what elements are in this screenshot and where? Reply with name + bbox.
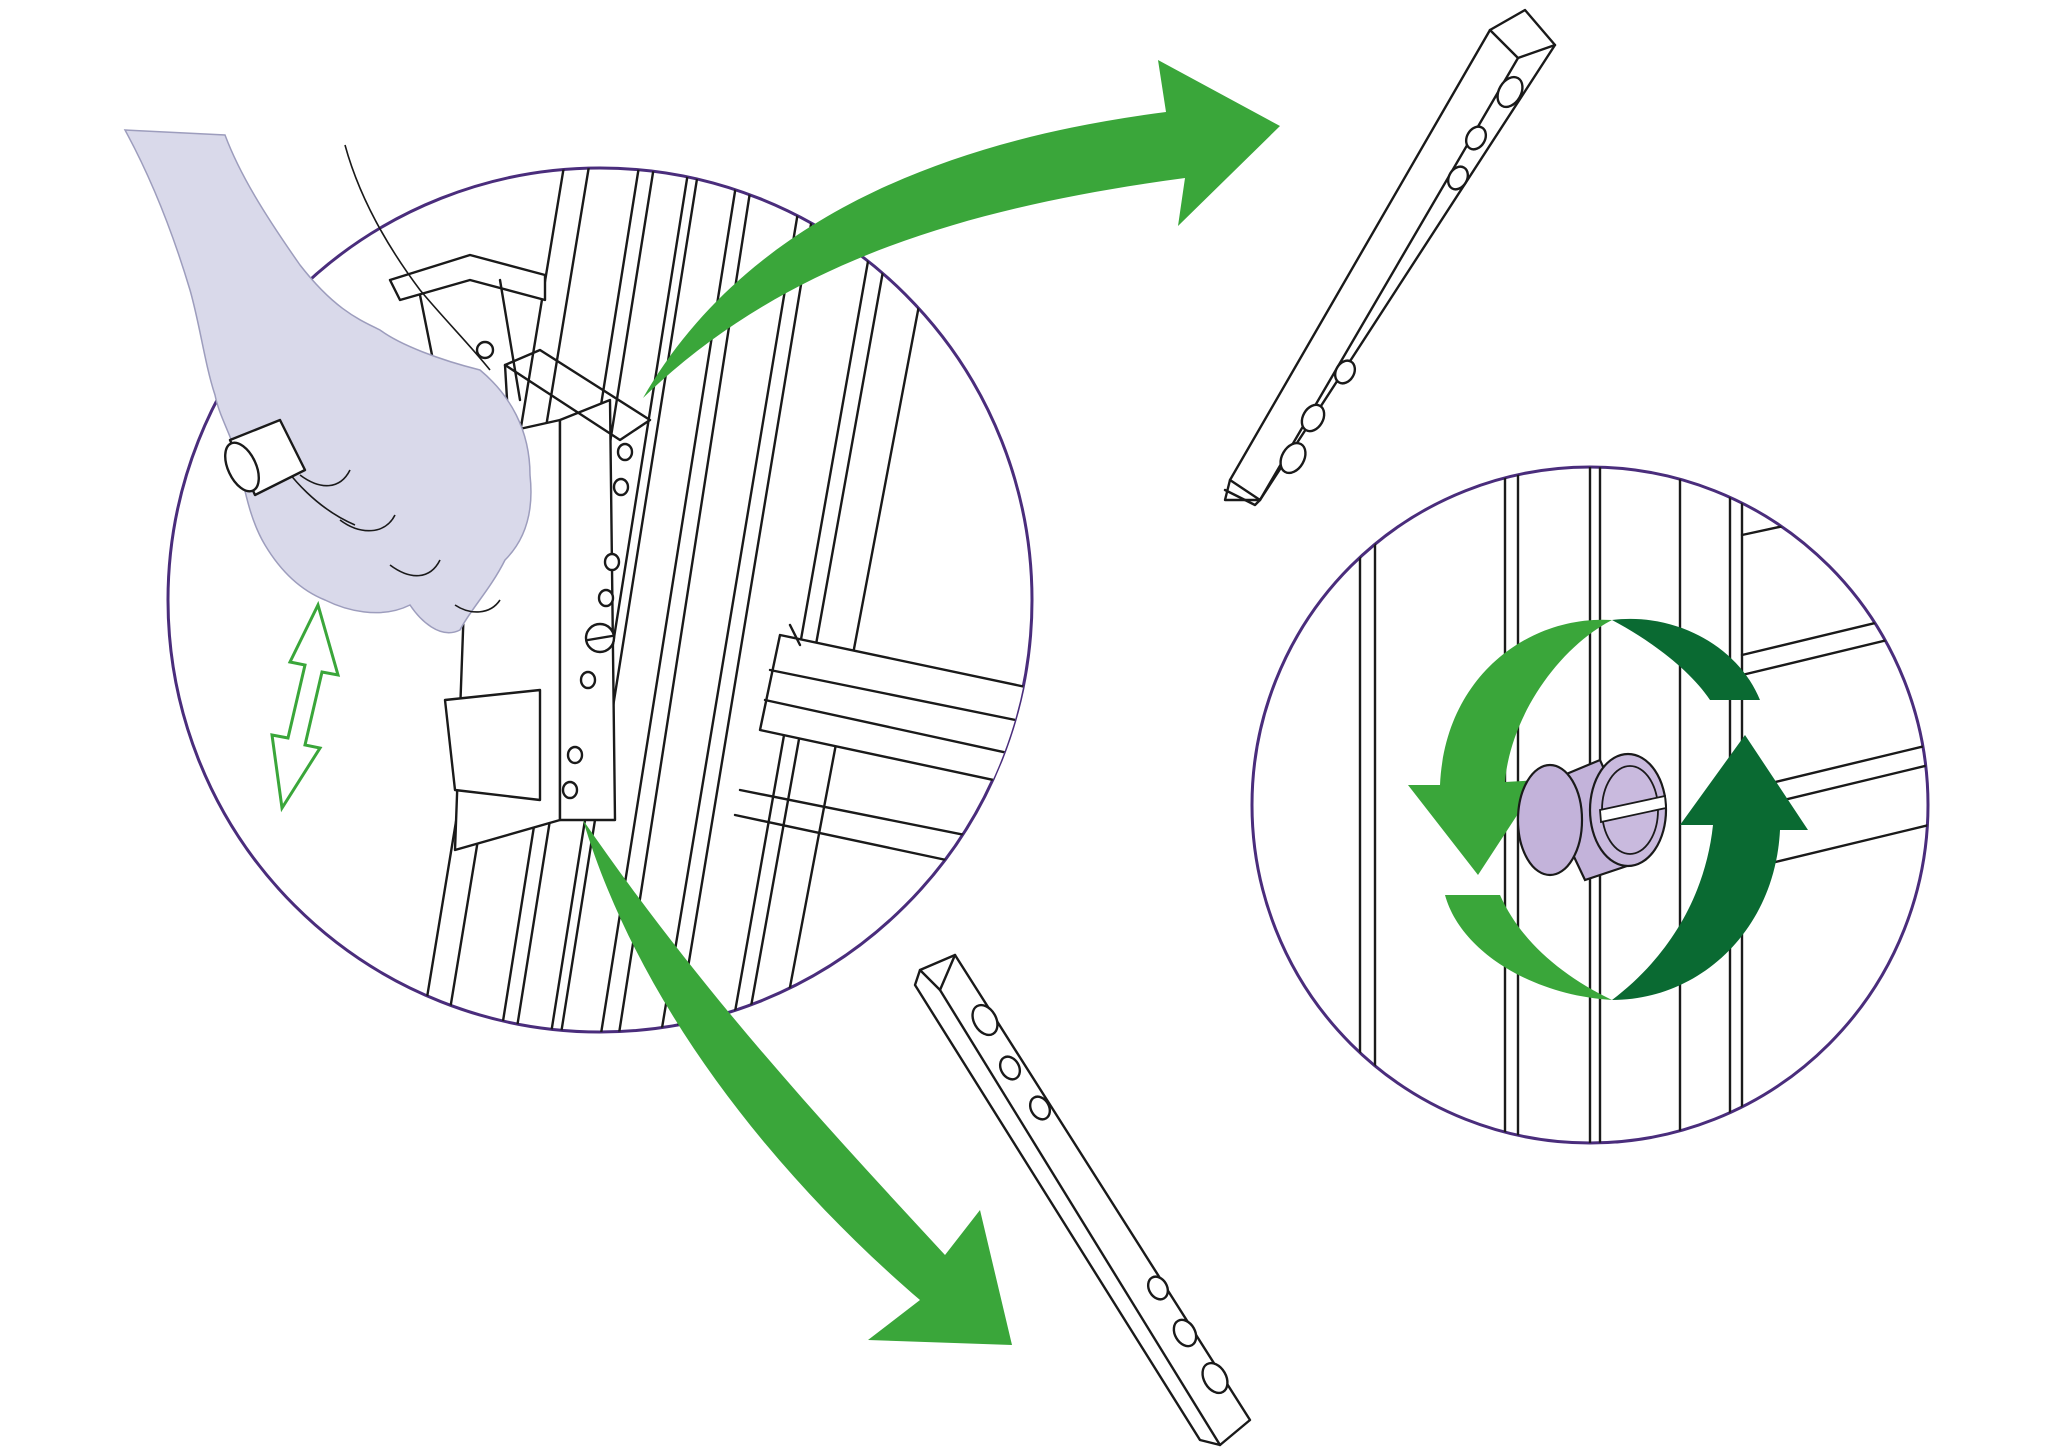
arrow-to-upper-bar: [643, 60, 1280, 398]
rotate-detail-panel: [1250, 465, 1930, 1145]
green-curved-arrow-icon: [583, 60, 1280, 1345]
frame-profile-right: [1358, 467, 1928, 1143]
hand-icon: [123, 129, 532, 634]
bar-lower: [913, 953, 1252, 1447]
double-headed-arrow-icon: [270, 600, 341, 813]
arrow-to-lower-bar: [583, 820, 1012, 1345]
rotation-arrows-icon: [1408, 618, 1808, 1000]
slotted-screw-icon: [1516, 752, 1668, 882]
hand-shape: [123, 129, 532, 634]
bar-upper: [1223, 8, 1557, 507]
